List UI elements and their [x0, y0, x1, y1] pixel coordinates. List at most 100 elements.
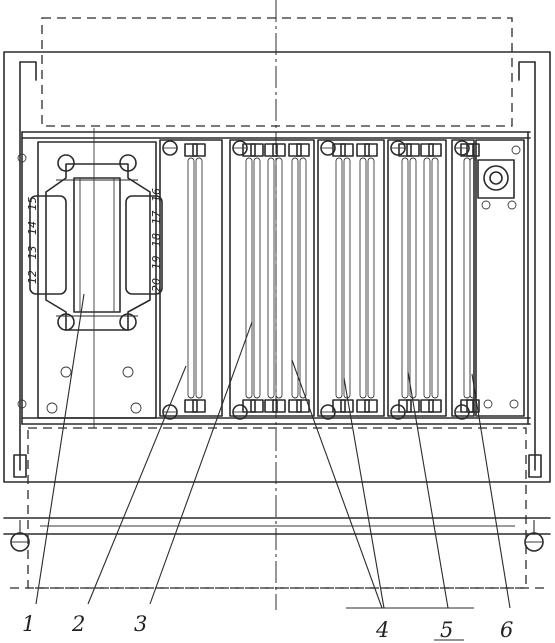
frame-outline [3, 51, 551, 483]
screw-corner-right [130, 402, 142, 414]
right-module-socket-ring [483, 165, 509, 191]
board-1-top-clip-1 [184, 143, 198, 157]
board-5-outline [451, 139, 475, 417]
board-2-top-clip-1 [242, 143, 256, 157]
board-3-guide-2 [343, 157, 351, 399]
top-right-corner [518, 61, 536, 81]
board-4-outline [387, 139, 447, 417]
top-dashed-outline [41, 17, 513, 127]
board-4-guide-4 [431, 157, 439, 399]
cabinet-frame [3, 51, 551, 552]
screw-frame-left [17, 153, 27, 163]
callout-2: 2 [71, 612, 85, 636]
right-pin-17: 17 [150, 211, 163, 225]
leader-5 [407, 371, 449, 609]
board-4-top-clip-3 [420, 143, 434, 157]
board-3-bottom-clip-2 [340, 399, 354, 413]
right-pin-strip [125, 195, 163, 295]
leader-6 [471, 373, 511, 609]
board-3-top-clip-2 [340, 143, 354, 157]
screw-top-left [57, 154, 75, 172]
right-module-screw-bottom [483, 399, 493, 409]
board-3-guide-4 [367, 157, 375, 399]
screw-bottom-left [57, 313, 75, 331]
board-3-top-clip-3 [356, 143, 370, 157]
connector-block: 12 13 14 15 20 19 18 17 16 [17, 141, 163, 419]
board-4-guide-1 [401, 157, 409, 399]
board-3-top-clip-1 [332, 143, 346, 157]
board-5-guide-1 [463, 157, 471, 399]
screw-lower-right [122, 366, 134, 378]
callout-3: 3 [134, 612, 147, 636]
board-4-guide-3 [423, 157, 431, 399]
board-2-guide-4 [275, 157, 283, 399]
right-module-screw-top [511, 145, 521, 155]
board-2-top-clip-5 [288, 143, 302, 157]
right-foot [528, 454, 542, 478]
board-2-guide-3 [267, 157, 275, 399]
board-2-guide-6 [299, 157, 307, 399]
leader-1 [35, 293, 85, 605]
screw-bottom-right [119, 313, 137, 331]
screw-top-right [119, 154, 137, 172]
board-1-guide-2 [195, 157, 203, 399]
board-3-bottom-clip-1 [332, 399, 346, 413]
left-pin-15: 15 [26, 197, 39, 211]
callout-5: 5 [440, 618, 453, 642]
callout-1: 1 [22, 612, 35, 636]
board-1-guide-1 [187, 157, 195, 399]
left-pin-strip [29, 195, 67, 295]
board-5-top-clip-2 [466, 143, 480, 157]
board-1-outline [159, 139, 223, 417]
board-2-guide-5 [291, 157, 299, 399]
board-4-top-clip-4 [428, 143, 442, 157]
screw-lower-left [60, 366, 72, 378]
board-2-bottom-clip-3 [264, 399, 278, 413]
left-pin-13: 13 [26, 246, 39, 260]
board-2-top-clip-4 [272, 143, 286, 157]
board-1-top-clip-2 [192, 143, 206, 157]
board-3-guide-1 [335, 157, 343, 399]
callout-6: 6 [500, 618, 513, 642]
board-4-top-clip-1 [398, 143, 412, 157]
right-module-screw-right [507, 200, 517, 210]
right-module-socket-hole [489, 171, 503, 185]
callout-4: 4 [375, 618, 389, 642]
screw-frame-left-low [17, 399, 27, 409]
board-3-guide-3 [359, 157, 367, 399]
connector-mount-plate [37, 141, 157, 419]
board-2-guide-2 [253, 157, 261, 399]
left-foot [13, 454, 27, 478]
board-3-bottom-clip-4 [364, 399, 378, 413]
left-pin-14: 14 [26, 221, 39, 235]
right-module-socket [477, 159, 515, 199]
right-module-plate [475, 139, 525, 417]
circuit-boards [159, 139, 480, 420]
board-1-bottom-clip-1 [184, 399, 198, 413]
board-3-bottom-clip-3 [356, 399, 370, 413]
board-2-bottom-clip-4 [272, 399, 286, 413]
board-2-top-clip-6 [296, 143, 310, 157]
leader-2 [87, 365, 187, 605]
screw-corner-left [46, 402, 58, 414]
left-pin-labels: 12 13 14 15 [26, 197, 39, 285]
right-module-screw-bottom-right [509, 399, 519, 409]
board-4-bottom-clip-4 [428, 399, 442, 413]
left-pin-12: 12 [26, 270, 39, 284]
callouts: 1 2 3 4 5 6 [22, 293, 513, 642]
right-module [475, 139, 525, 417]
right-pin-18: 18 [150, 233, 163, 247]
right-pin-19: 19 [150, 256, 163, 270]
right-module-screw-left [481, 200, 491, 210]
connector-screws [17, 153, 142, 414]
board-4-top-clip-2 [406, 143, 420, 157]
top-left-corner [19, 61, 37, 81]
board-1-bottom-clip-2 [192, 399, 206, 413]
board-4-guide-2 [409, 157, 417, 399]
board-3-top-clip-4 [364, 143, 378, 157]
dashed-envelope [10, 17, 545, 589]
board-2-bottom-clip-2 [250, 399, 264, 413]
leader-4b [343, 377, 385, 609]
